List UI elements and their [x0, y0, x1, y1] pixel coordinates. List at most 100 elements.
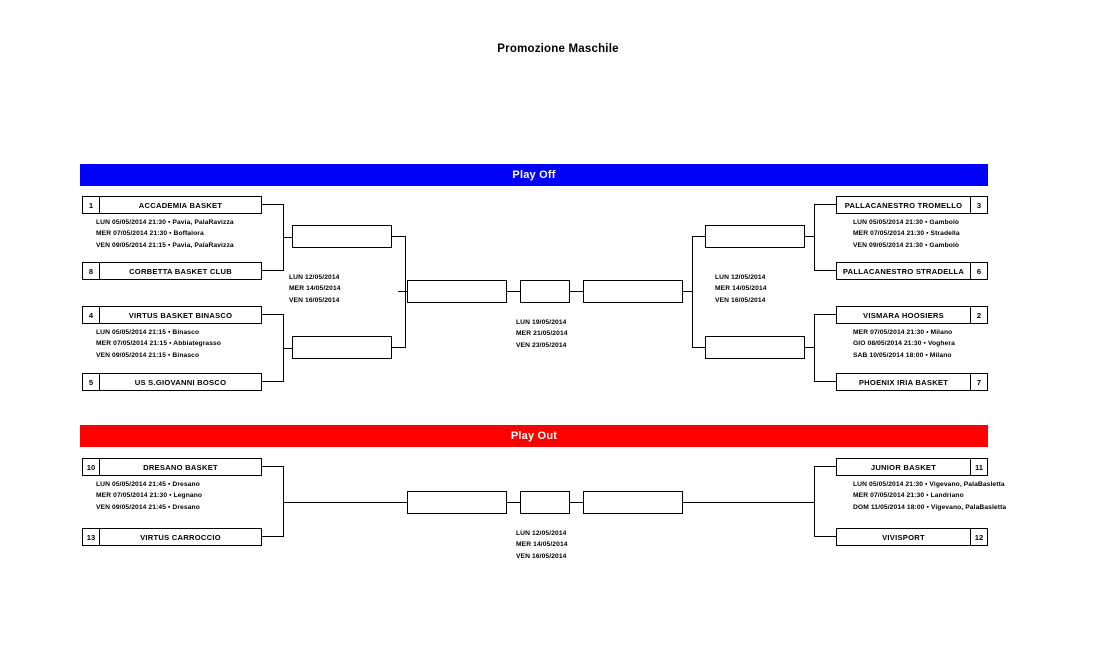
connector-line — [262, 270, 284, 272]
slot-playout-winner[interactable] — [520, 491, 570, 514]
team-name: VIVISPORT — [882, 532, 925, 542]
connector-line — [814, 270, 836, 272]
team-box-junior-basket[interactable]: 11 JUNIOR BASKET — [836, 458, 988, 476]
connector-line — [262, 466, 284, 468]
connector-line — [814, 204, 836, 206]
match-line: SAB 10/05/2014 18:00 ▪ Milano — [853, 351, 952, 359]
connector-line — [814, 314, 816, 382]
team-box-accademia-basket[interactable]: 1 ACCADEMIA BASKET — [82, 196, 262, 214]
seed-number: 6 — [970, 263, 987, 279]
team-box-dresano-basket[interactable]: 10 DRESANO BASKET — [82, 458, 262, 476]
connector-line — [283, 237, 293, 239]
slot-playoff-semifinal-left-bottom[interactable] — [292, 336, 392, 359]
slot-playoff-semifinal-right-top[interactable] — [705, 225, 805, 248]
seed-number: 13 — [83, 529, 100, 545]
slot-playoff-semifinal-left-top[interactable] — [292, 225, 392, 248]
slot-playout-final-right[interactable] — [583, 491, 683, 514]
match-line: VEN 16/05/2014 — [516, 552, 567, 560]
seed-number: 5 — [83, 374, 100, 390]
connector-line — [262, 381, 284, 383]
match-line: MER 07/05/2014 21:30 ▪ Stradella — [853, 230, 960, 238]
seed-number: 7 — [970, 374, 987, 390]
match-list-playout-final: LUN 12/05/2014 MER 14/05/2014 VEN 16/05/… — [516, 528, 568, 562]
slot-playoff-final-right[interactable] — [583, 280, 683, 303]
match-line: VEN 09/05/2014 21:45 ▪ Dresano — [96, 503, 200, 511]
match-line: LUN 05/05/2014 21:30 ▪ Vigevano, PalaBas… — [853, 481, 1005, 488]
connector-line — [283, 466, 285, 537]
seed-number: 3 — [970, 197, 987, 213]
connector-line — [262, 204, 284, 206]
seed-number: 8 — [83, 263, 100, 279]
connector-line — [814, 381, 836, 383]
team-name: PALLACANESTRO TROMELLO — [844, 200, 963, 210]
match-line: VEN 09/05/2014 21:15 ▪ Binasco — [96, 351, 200, 359]
seed-number: 2 — [970, 307, 987, 323]
slot-playoff-champion[interactable] — [520, 280, 570, 303]
page-title: Promozione Maschile — [497, 43, 619, 55]
match-line: VEN 09/05/2014 21:15 ▪ Pavia, PalaRavizz… — [96, 241, 234, 249]
match-line: LUN 12/05/2014 — [289, 274, 340, 281]
match-list-playoff-final: LUN 19/05/2014 MER 21/05/2014 VEN 23/05/… — [516, 317, 568, 351]
connector-line — [692, 236, 706, 238]
connector-line — [805, 236, 815, 238]
connector-line — [392, 236, 406, 238]
match-list-playout-left: LUN 05/05/2014 21:45 ▪ Dresano MER 07/05… — [96, 479, 202, 513]
team-box-us-sgiovanni-bosco[interactable]: 5 US S.GIOVANNI BOSCO — [82, 373, 262, 391]
team-name: US S.GIOVANNI BOSCO — [134, 377, 227, 387]
match-line: LUN 05/05/2014 21:30 ▪ Gambolò — [853, 219, 960, 226]
team-box-pallacanestro-tromello[interactable]: 3 PALLACANESTRO TROMELLO — [836, 196, 988, 214]
match-list-playout-right: LUN 05/05/2014 21:30 ▪ Vigevano, PalaBas… — [853, 479, 1006, 513]
connector-line — [507, 291, 521, 293]
connector-line — [262, 314, 284, 316]
connector-line — [814, 466, 816, 537]
match-line: MER 07/05/2014 21:30 ▪ Landriano — [853, 492, 964, 500]
connector-line — [570, 291, 584, 293]
slot-playoff-semifinal-right-bottom[interactable] — [705, 336, 805, 359]
match-line: GIO 08/05/2014 21:30 ▪ Voghera — [853, 340, 955, 348]
team-name: VIRTUS BASKET BINASCO — [128, 310, 233, 320]
team-box-virtus-carroccio[interactable]: 13 VIRTUS CARROCCIO — [82, 528, 262, 546]
connector-line — [805, 347, 815, 349]
match-line: LUN 05/05/2014 21:15 ▪ Binasco — [96, 329, 200, 336]
team-name: VISMARA HOOSIERS — [863, 310, 944, 320]
team-box-vivisport[interactable]: 12 VIVISPORT — [836, 528, 988, 546]
match-line: MER 14/05/2014 — [516, 541, 568, 549]
connector-line — [262, 536, 284, 538]
match-line: LUN 05/05/2014 21:30 ▪ Pavia, PalaRavizz… — [96, 219, 234, 226]
match-line: LUN 12/05/2014 — [516, 530, 567, 537]
match-line: MER 07/05/2014 21:15 ▪ Abbiategrasso — [96, 340, 222, 348]
connector-line — [283, 502, 407, 504]
team-name: VIRTUS CARROCCIO — [140, 532, 221, 542]
match-list-playoff-right-top: LUN 05/05/2014 21:30 ▪ Gambolò MER 07/05… — [853, 217, 960, 251]
connector-line — [683, 502, 814, 504]
team-box-corbetta-basket-club[interactable]: 8 CORBETTA BASKET CLUB — [82, 262, 262, 280]
team-box-phoenix-iria-basket[interactable]: 7 PHOENIX IRIA BASKET — [836, 373, 988, 391]
team-box-pallacanestro-stradella[interactable]: 6 PALLACANESTRO STRADELLA — [836, 262, 988, 280]
team-name: JUNIOR BASKET — [870, 462, 937, 472]
connector-line — [692, 236, 694, 348]
seed-number: 12 — [970, 529, 987, 545]
match-line: MER 14/05/2014 — [289, 285, 341, 293]
seed-number: 11 — [970, 459, 987, 475]
match-line: MER 07/05/2014 21:30 ▪ Milano — [853, 329, 953, 336]
match-line: VEN 09/05/2014 21:30 ▪ Gambolò — [853, 241, 960, 249]
match-line: VEN 23/05/2014 — [516, 341, 567, 349]
match-line: LUN 05/05/2014 21:45 ▪ Dresano — [96, 481, 200, 488]
slot-playout-final-left[interactable] — [407, 491, 507, 514]
connector-line — [814, 536, 836, 538]
match-list-playoff-semifinal-left: LUN 12/05/2014 MER 14/05/2014 VEN 16/05/… — [289, 272, 341, 306]
match-line: MER 07/05/2014 21:30 ▪ Boffalora — [96, 230, 204, 238]
connector-line — [570, 502, 584, 504]
team-name: ACCADEMIA BASKET — [138, 200, 223, 210]
connector-line — [814, 466, 836, 468]
match-line: DOM 11/05/2014 18:00 ▪ Vigevano, PalaBas… — [853, 503, 1007, 511]
team-box-virtus-basket-binasco[interactable]: 4 VIRTUS BASKET BINASCO — [82, 306, 262, 324]
team-name: PHOENIX IRIA BASKET — [858, 377, 949, 387]
match-line: LUN 19/05/2014 — [516, 319, 567, 326]
connector-line — [392, 347, 406, 349]
match-list-playoff-left-top: LUN 05/05/2014 21:30 ▪ Pavia, PalaRavizz… — [96, 217, 234, 251]
team-box-vismara-hoosiers[interactable]: 2 VISMARA HOOSIERS — [836, 306, 988, 324]
slot-playoff-final-left[interactable] — [407, 280, 507, 303]
seed-number: 10 — [83, 459, 100, 475]
connector-line — [683, 291, 693, 293]
